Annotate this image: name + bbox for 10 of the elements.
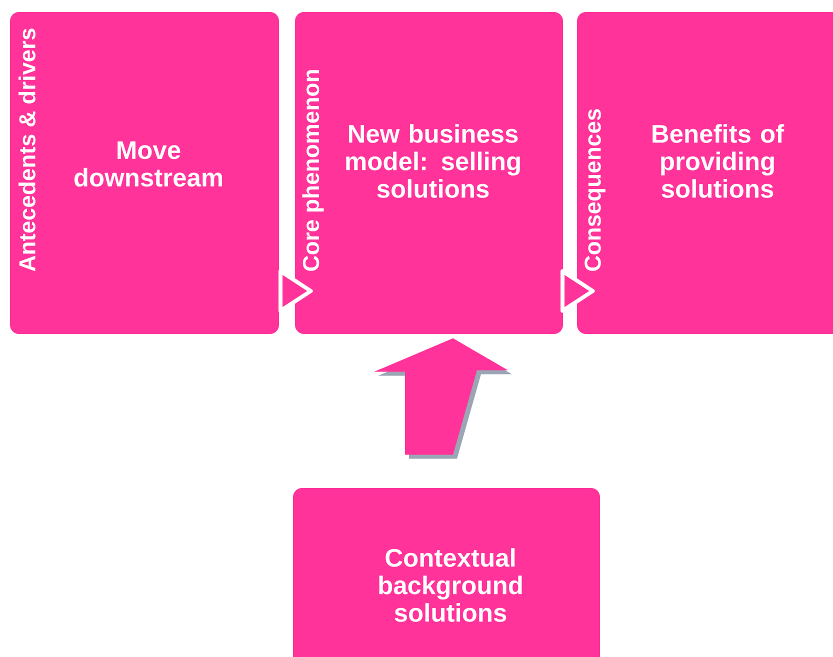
arrow (278, 269, 313, 313)
side-heading: Consequences (584, 109, 606, 271)
box-text: Move downstream (74, 141, 222, 187)
box-text: New business model: selling solutions (346, 124, 520, 198)
arrow (374, 338, 512, 459)
side-heading: Antecedents & drivers (18, 28, 36, 272)
side-heading: Core phenomenon (302, 70, 324, 271)
box-text: Contextual background solutions (379, 548, 522, 622)
arrow (560, 269, 595, 313)
box-text: Benefits of providing solutions (652, 124, 784, 198)
